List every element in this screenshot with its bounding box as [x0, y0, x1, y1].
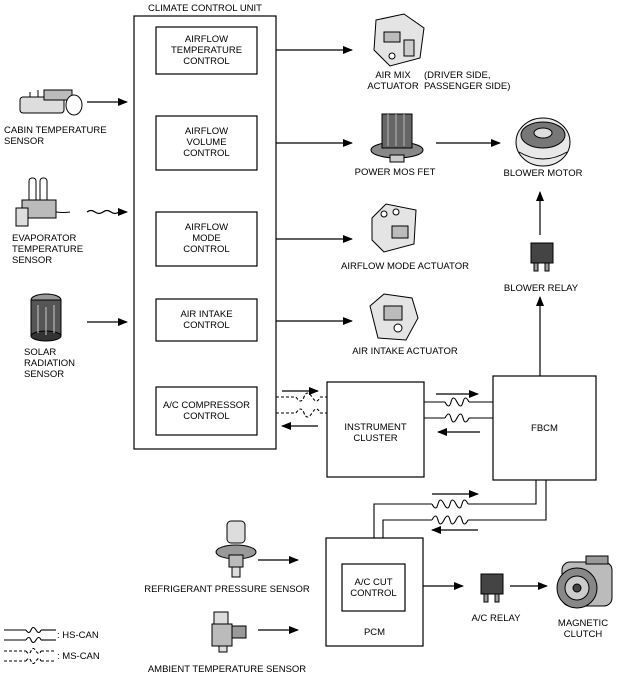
- evaporator-temperature-sensor-icon: [15, 177, 71, 227]
- evaporator-temperature-sensor-label: EVAPORATOR TEMPERATURE SENSOR: [12, 233, 84, 266]
- ac-cut-control-label: A/C CUT CONTROL: [350, 577, 397, 599]
- ac-relay-icon: [480, 573, 504, 603]
- air-intake-control-label: AIR INTAKE CONTROL: [180, 309, 233, 331]
- ccu-title: CLIMATE CONTROL UNIT: [147, 3, 262, 14]
- cabin-temperature-sensor-label: CABIN TEMPERATURE SENSOR: [4, 125, 107, 147]
- pcm-label: PCM: [363, 627, 386, 638]
- power-mos-fet-icon: [370, 113, 424, 163]
- hs-can-link-ic-fbcm: [424, 397, 493, 423]
- ccu-block-temp: [155, 26, 258, 75]
- ms-can-link: [276, 392, 327, 418]
- airflow-mode-actuator-icon: [371, 203, 417, 253]
- instrument-cluster-label: INSTRUMENT CLUSTER: [344, 422, 407, 444]
- ambient-temperature-sensor-icon: [211, 611, 247, 653]
- ccu-block-mode: [155, 211, 258, 267]
- refrigerant-pressure-sensor-label: REFRIGERANT PRESSURE SENSOR: [144, 584, 310, 595]
- air-mix-actuator-note: (DRIVER SIDE, PASSENGER SIDE): [424, 70, 511, 92]
- ccu-block-compressor: [155, 386, 258, 436]
- solar-radiation-sensor-icon: [30, 293, 62, 342]
- refrigerant-pressure-sensor-icon: [215, 520, 257, 578]
- ac-relay-label: A/C RELAY: [471, 613, 521, 624]
- power-mos-fet-label: POWER MOS FET: [354, 167, 436, 178]
- ac-compressor-control-label: A/C COMPRESSOR CONTROL: [162, 400, 251, 422]
- hs-can-link-pcm-fbcm: [373, 480, 547, 538]
- legend-ms-can-label: : MS-CAN: [57, 651, 100, 662]
- legend-hs-can-label: : HS-CAN: [57, 630, 99, 641]
- airflow-mode-control-label: AIRFLOW MODE CONTROL: [183, 222, 230, 255]
- ambient-temperature-sensor-label: AMBIENT TEMPERATURE SENSOR: [147, 664, 307, 675]
- air-intake-actuator-label: AIR INTAKE ACTUATOR: [352, 346, 458, 357]
- ccu-block-intake: [155, 298, 258, 342]
- fbcm-box: [492, 375, 597, 481]
- solar-radiation-sensor-label: SOLAR RADIATION SENSOR: [24, 347, 76, 380]
- airflow-temperature-control-label: AIRFLOW TEMPERATURE CONTROL: [170, 34, 243, 67]
- blower-relay-label: BLOWER RELAY: [503, 283, 579, 294]
- airflow-volume-control-label: AIRFLOW VOLUME CONTROL: [183, 126, 230, 159]
- ccu-box: [133, 15, 277, 450]
- blower-motor-icon: [515, 117, 571, 167]
- cabin-temperature-sensor-icon: [19, 89, 83, 116]
- magnetic-clutch-label: MAGNETIC CLUTCH: [557, 618, 609, 640]
- legend-ms-can-symbol: [4, 647, 56, 665]
- magnetic-clutch-icon: [556, 555, 613, 609]
- ac-cut-box: [341, 563, 406, 612]
- legend-hs-can-symbol: [4, 626, 56, 644]
- airflow-mode-actuator-label: AIRFLOW MODE ACTUATOR: [341, 261, 469, 272]
- blower-relay-icon: [530, 242, 554, 272]
- air-mix-actuator-icon: [373, 13, 425, 67]
- blower-motor-label: BLOWER MOTOR: [503, 168, 583, 179]
- instrument-cluster-box: [326, 381, 425, 478]
- air-mix-actuator-label: AIR MIX ACTUATOR: [367, 70, 419, 92]
- air-intake-actuator-icon: [369, 293, 419, 341]
- fbcm-label: FBCM: [531, 423, 558, 434]
- ccu-block-volume: [155, 115, 258, 171]
